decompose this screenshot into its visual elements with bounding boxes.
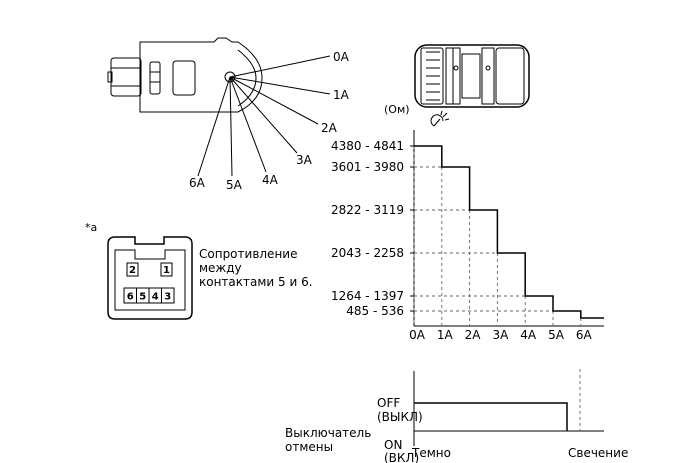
position-labels: 0A 1A 2A 3A 4A 5A 6A <box>189 50 350 192</box>
connector-marker: *a <box>85 221 97 234</box>
position-label-6a: 6A <box>189 176 206 190</box>
light-sensor-icon <box>430 110 450 127</box>
y-tick-label: 1264 - 1397 <box>331 289 404 303</box>
pin-2 <box>126 262 139 277</box>
on-label: (ВКЛ) <box>384 451 419 463</box>
caption-line: Сопротивление <box>199 247 297 261</box>
caption-line: контактами 5 и 6. <box>199 275 313 289</box>
x-tick-label: 1A <box>437 328 454 342</box>
pin-label: 2 <box>129 265 136 276</box>
pin-label: 6 <box>127 292 134 303</box>
pin-label: 4 <box>152 292 159 303</box>
connector-caption: Сопротивление между контактами 5 и 6. <box>199 247 313 289</box>
position-label-4a: 4A <box>262 173 279 187</box>
pin-1 <box>160 262 173 277</box>
cancel-title-line: Выключатель <box>285 426 371 440</box>
y-tick-label: 3601 - 3980 <box>331 160 404 174</box>
switch-top-view-icon <box>414 44 530 108</box>
y-tick-label: 2043 - 2258 <box>331 246 404 260</box>
y-tick-label: 4380 - 4841 <box>331 139 404 153</box>
y-tick-labels: 4380 - 4841 3601 - 3980 2822 - 3119 2043 - … <box>331 139 414 318</box>
x-tick-label: 4A <box>520 328 537 342</box>
x-tick-labels: 0A 1A 2A 3A 4A 5A 6A <box>409 328 592 342</box>
x-tick-label: 3A <box>492 328 509 342</box>
off-label: OFF <box>377 396 400 410</box>
switch-plug <box>110 57 142 97</box>
cancel-title-line: отмены <box>285 440 333 454</box>
x-tick-label: 5A <box>548 328 565 342</box>
connector-housing <box>107 236 193 320</box>
position-label-5a: 5A <box>226 178 243 192</box>
off-label: (ВЫКЛ) <box>377 410 423 424</box>
y-tick-label: 485 - 536 <box>346 304 404 318</box>
position-leaders <box>197 55 331 177</box>
pin-label: 5 <box>139 292 146 303</box>
x-label-bright: Свечение <box>568 446 628 460</box>
resistance-chart: (Ом) 4380 - 4841 3601 - 3980 2822 - 3119 20… <box>331 103 604 342</box>
cancel-switch-chart: Выключатель отмены OFF (ВЫКЛ) ON (ВКЛ) Т… <box>285 369 628 463</box>
on-label: ON <box>384 438 402 452</box>
position-label-1a: 1A <box>333 88 350 102</box>
position-label-0a: 0A <box>333 50 350 64</box>
connector-view: *a 2 1 6 5 4 3 <box>85 221 193 320</box>
x-label-dark: Темно <box>411 446 451 460</box>
pin-label: 3 <box>164 292 171 303</box>
position-label-2a: 2A <box>321 121 338 135</box>
x-tick-label: 0A <box>409 328 426 342</box>
pin-label: 1 <box>163 265 170 276</box>
resistance-step-line <box>414 145 604 319</box>
y-axis-unit: (Ом) <box>384 103 410 116</box>
caption-line: между <box>199 261 242 275</box>
switch-body <box>139 37 263 113</box>
y-tick-label: 2822 - 3119 <box>331 203 404 217</box>
position-label-3a: 3A <box>296 153 313 167</box>
cancel-state-line <box>414 402 568 431</box>
x-tick-label: 2A <box>465 328 482 342</box>
x-tick-label: 6A <box>576 328 593 342</box>
